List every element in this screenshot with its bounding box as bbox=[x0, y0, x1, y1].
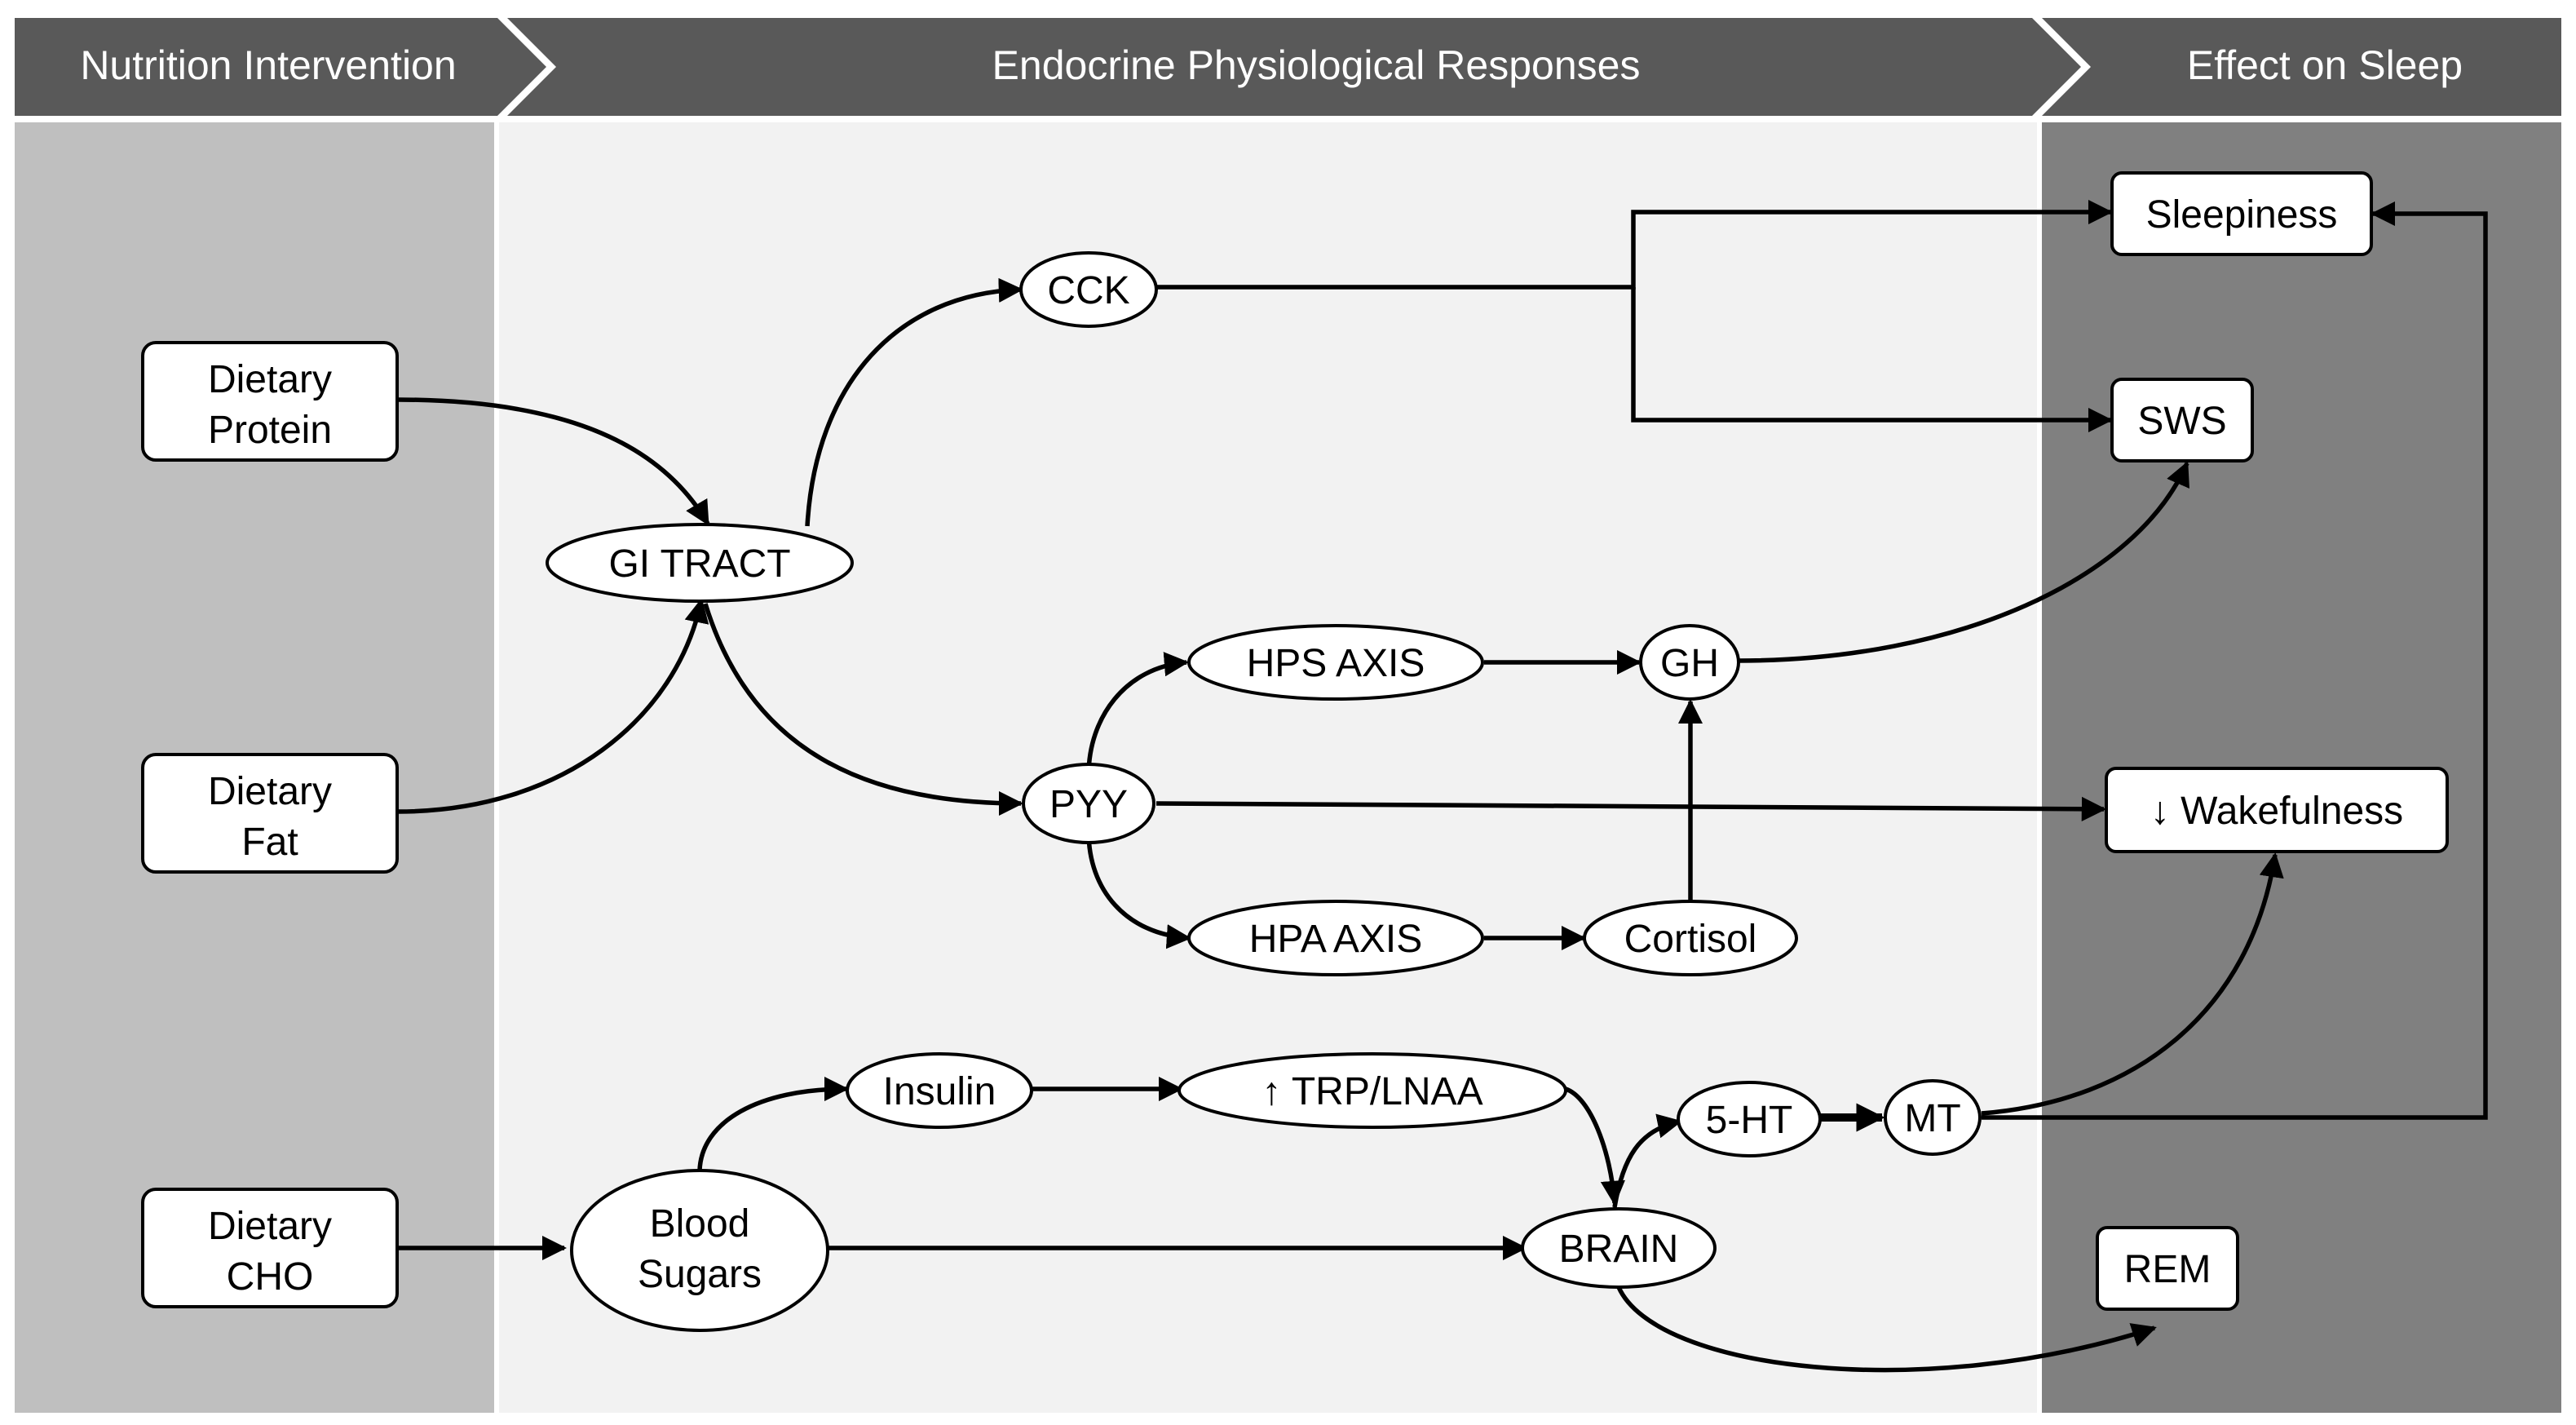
header-sleep-label: Effect on Sleep bbox=[2187, 42, 2463, 88]
node-mt: MT bbox=[1884, 1079, 1982, 1156]
header-stage-nutrition bbox=[15, 18, 546, 116]
header-stage-sleep bbox=[2042, 18, 2561, 116]
node-hps-axis-label: HPS AXIS bbox=[1247, 642, 1425, 685]
node-gi-tract-label: GI TRACT bbox=[608, 542, 790, 586]
node-brain: BRAIN bbox=[1521, 1207, 1717, 1289]
node-pyy: PYY bbox=[1022, 763, 1155, 844]
node-insulin-label: Insulin bbox=[883, 1070, 996, 1113]
node-dietary-fat-line2: Fat bbox=[241, 821, 298, 864]
edge-brain-rem bbox=[1616, 1286, 2157, 1373]
node-blood-sugars-line1: Blood bbox=[650, 1202, 750, 1246]
node-rem-label: REM bbox=[2124, 1248, 2211, 1291]
node-hps-axis: HPS AXIS bbox=[1187, 624, 1484, 701]
node-5ht: 5-HT bbox=[1677, 1081, 1822, 1157]
node-trp-lnaa-label: ↑ TRP/LNAA bbox=[1261, 1070, 1482, 1113]
edge-mt-sleepiness bbox=[1982, 201, 2488, 1120]
node-hpa-axis-label: HPA AXIS bbox=[1249, 918, 1423, 961]
node-sws: SWS bbox=[2110, 378, 2254, 462]
edge-cck-sleepiness bbox=[1156, 199, 2114, 290]
header-stage-endocrine bbox=[507, 18, 2081, 116]
node-cortisol: Cortisol bbox=[1583, 900, 1798, 976]
node-hpa-axis: HPA AXIS bbox=[1187, 900, 1484, 976]
edge-gi-pyy bbox=[703, 603, 1024, 816]
node-wakefulness-label: ↓ Wakefulness bbox=[2150, 790, 2403, 833]
edge-pyy-hpa bbox=[1086, 831, 1192, 949]
node-gh: GH bbox=[1639, 624, 1740, 701]
node-sws-label: SWS bbox=[2137, 400, 2226, 443]
node-5ht-label: 5-HT bbox=[1706, 1099, 1793, 1142]
edge-mt-wakefulness bbox=[1981, 852, 2284, 1116]
node-dietary-cho: Dietary CHO bbox=[141, 1188, 399, 1308]
node-gh-label: GH bbox=[1660, 642, 1719, 685]
node-dietary-protein-line2: Protein bbox=[208, 409, 332, 452]
edges bbox=[397, 199, 2488, 1373]
node-sleepiness: Sleepiness bbox=[2110, 171, 2373, 256]
edge-gh-sws bbox=[1738, 461, 2189, 663]
node-brain-label: BRAIN bbox=[1559, 1228, 1679, 1271]
node-dietary-fat: Dietary Fat bbox=[141, 753, 399, 874]
node-cortisol-label: Cortisol bbox=[1624, 918, 1757, 961]
node-mt-label: MT bbox=[1904, 1097, 1960, 1140]
edge-pyy-wakefulness bbox=[1155, 796, 2107, 821]
header-nutrition-label: Nutrition Intervention bbox=[80, 42, 456, 88]
node-pyy-label: PYY bbox=[1049, 783, 1128, 826]
node-dietary-cho-line1: Dietary bbox=[208, 1205, 332, 1248]
edge-gi-cck bbox=[805, 277, 1024, 527]
node-insulin: Insulin bbox=[846, 1052, 1033, 1129]
node-dietary-fat-line1: Dietary bbox=[208, 770, 332, 813]
node-cck-label: CCK bbox=[1047, 269, 1129, 312]
edge-pyy-hps bbox=[1086, 652, 1190, 776]
edge-fat-gi bbox=[397, 598, 709, 814]
node-dietary-protein-line1: Dietary bbox=[208, 358, 332, 401]
node-wakefulness: ↓ Wakefulness bbox=[2105, 767, 2449, 853]
edge-protein-gi bbox=[397, 397, 710, 526]
node-blood-sugars-line2: Sugars bbox=[638, 1253, 762, 1296]
node-blood-sugars: Blood Sugars bbox=[570, 1169, 829, 1332]
node-rem: REM bbox=[2096, 1226, 2239, 1311]
node-sleepiness-label: Sleepiness bbox=[2146, 193, 2338, 237]
edge-brain-5ht bbox=[1598, 1113, 1682, 1232]
edge-blood-insulin bbox=[697, 1076, 850, 1171]
node-dietary-cho-line2: CHO bbox=[227, 1255, 314, 1299]
edge-cck-sws bbox=[1631, 287, 2114, 433]
node-gi-tract: GI TRACT bbox=[546, 523, 854, 603]
node-trp-lnaa: ↑ TRP/LNAA bbox=[1178, 1052, 1567, 1129]
node-cck: CCK bbox=[1019, 251, 1158, 328]
node-dietary-protein: Dietary Protein bbox=[141, 341, 399, 462]
header-endocrine-label: Endocrine Physiological Responses bbox=[992, 42, 1641, 88]
